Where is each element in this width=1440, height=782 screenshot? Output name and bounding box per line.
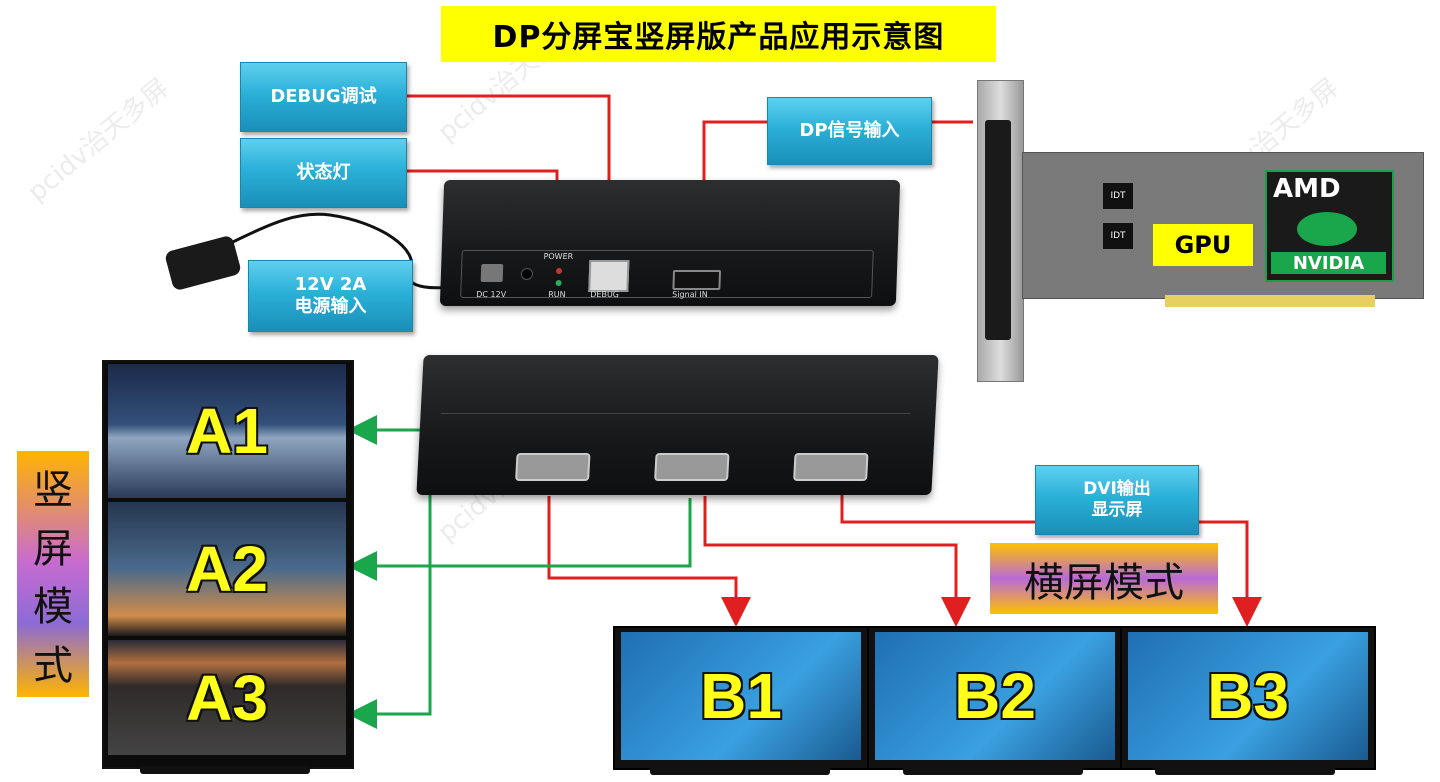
dp-port-stack [985, 120, 1011, 340]
idt-chip-2: IDT [1103, 223, 1133, 249]
screen-a3: A3 [108, 640, 346, 755]
splitter-device-rear: DC 12V POWER RUN DEBUG Signal IN [439, 180, 901, 306]
dp-port [672, 270, 722, 290]
amd-nvidia-logo: AMD NVIDIA [1265, 170, 1394, 282]
monitor-b2: B2 [867, 626, 1123, 770]
power-input-line1: 12V 2A [294, 273, 367, 295]
status-light-label: 状态灯 [240, 138, 407, 208]
horizontal-mode-label: 横屏模式 [990, 543, 1218, 614]
amd-logo: AMD [1273, 174, 1341, 204]
power-cable [204, 212, 463, 290]
signal-in-label: Signal IN [672, 290, 708, 299]
dvi-output-line1: DVI输出 [1083, 478, 1151, 499]
screen-a1: A1 [108, 364, 346, 498]
dvi-a2-line [347, 498, 692, 581]
dvi-output-label: DVI输出 显示屏 [1035, 465, 1199, 535]
screen-b3: B3 [1128, 632, 1368, 760]
nvidia-eye-icon [1297, 212, 1357, 246]
dvi-port-3 [793, 453, 869, 481]
dc-label: DC 12V [476, 290, 507, 299]
page-title: DP分屏宝竖屏版产品应用示意图 [441, 6, 996, 62]
dvi-port-2 [654, 453, 730, 481]
monitor-b2-stand [903, 767, 1083, 775]
vertical-mode-char: 模 [33, 584, 73, 631]
dvi-output-line2: 显示屏 [1091, 500, 1143, 520]
vertical-monitor: A1 A2 A3 [102, 360, 354, 769]
power-led-label: POWER [543, 252, 574, 261]
monitor-b1: B1 [613, 626, 869, 770]
dvi-b2-line [703, 496, 971, 627]
vertical-mode-char: 式 [33, 642, 73, 689]
vertical-mode-label: 竖 屏 模 式 [17, 451, 89, 697]
gpu-card: IDT IDT GPU AMD NVIDIA [975, 80, 1440, 382]
vertical-monitor-stand [140, 766, 310, 774]
monitor-b3: B3 [1120, 626, 1376, 770]
debug-port-label: DEBUG [590, 290, 620, 299]
vertical-mode-char: 竖 [33, 467, 73, 514]
gpu-label: GPU [1153, 224, 1253, 266]
idt-chip-1: IDT [1103, 183, 1133, 209]
dvi-b1-line [547, 496, 751, 627]
dp-input-label: DP信号输入 [767, 97, 932, 165]
vertical-mode-char: 屏 [33, 525, 73, 572]
nvidia-logo: NVIDIA [1271, 252, 1386, 274]
monitor-b3-stand [1155, 767, 1335, 775]
screen-a2: A2 [108, 502, 346, 636]
screen-b2: B2 [875, 632, 1115, 760]
power-input-label: 12V 2A 电源输入 [248, 260, 413, 332]
debug-port [588, 260, 630, 292]
splitter-device-front [416, 355, 939, 495]
screen-b1: B1 [621, 632, 861, 760]
debug-label: DEBUG调试 [240, 62, 407, 132]
monitor-b1-stand [650, 767, 830, 775]
power-input-line2: 电源输入 [294, 296, 367, 317]
run-led-label: RUN [548, 290, 566, 299]
dc-jack [480, 264, 504, 282]
dvi-port-1 [515, 453, 591, 481]
gpu-gold-connector [1165, 295, 1375, 307]
